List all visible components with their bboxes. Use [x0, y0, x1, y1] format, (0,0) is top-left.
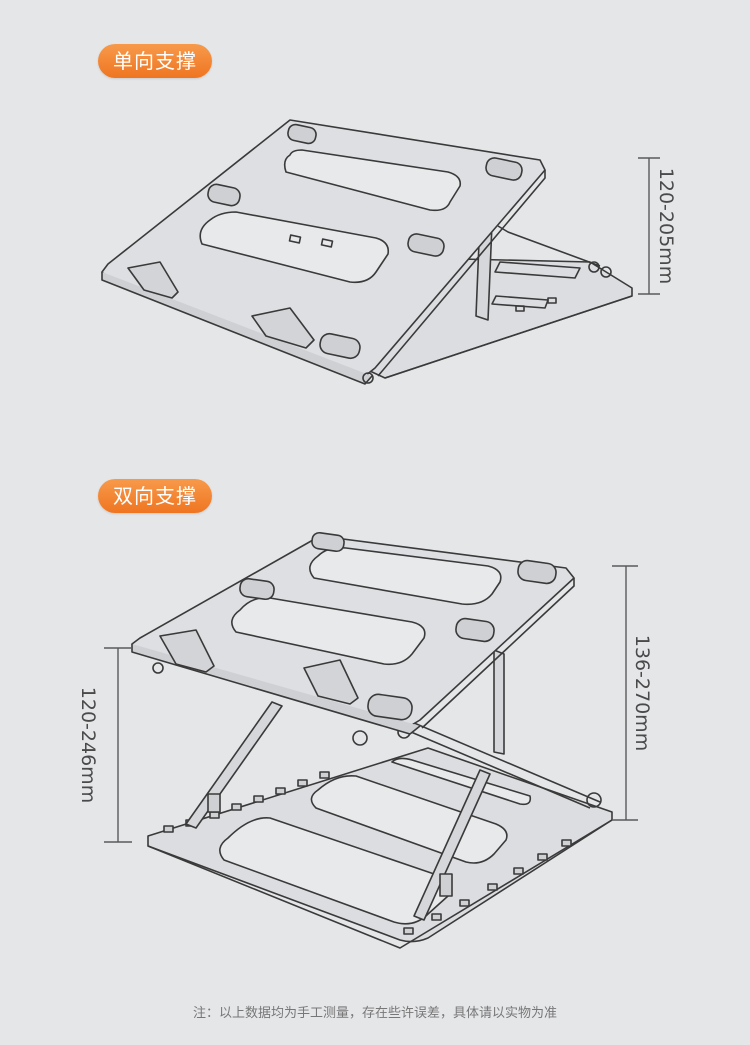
single-height-dimension — [638, 157, 660, 295]
double-stand-illustration — [131, 531, 613, 949]
single-support-badge: 单向支撑 — [98, 44, 212, 78]
double-total-height-label: 136-270mm — [631, 635, 653, 751]
double-base-height-label: 120-246mm — [77, 687, 99, 803]
double-height-dimensions — [104, 565, 638, 843]
double-support-badge: 双向支撑 — [98, 479, 212, 513]
measurement-footnote: 注：以上数据均为手工测量，存在些许误差，具体请以实物为准 — [192, 1006, 557, 1021]
single-height-label: 120-205mm — [655, 168, 677, 284]
single-stand-illustration — [101, 119, 633, 385]
